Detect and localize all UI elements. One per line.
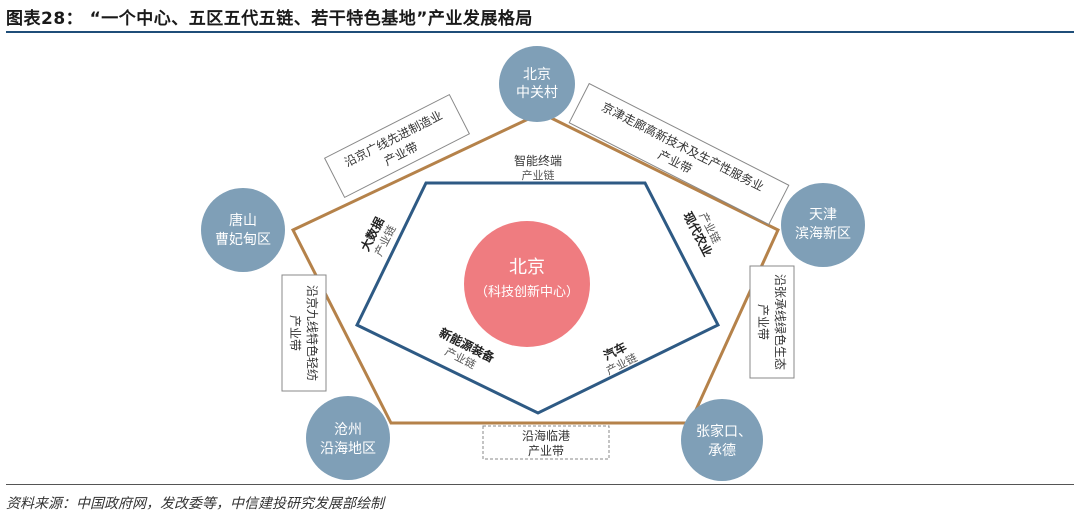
node-zhangjiakou-line1: 张家口、: [696, 423, 752, 440]
node-cangzhou-line2: 沿海地区: [320, 441, 376, 457]
source-rule: [6, 484, 1074, 485]
belt-coastal: 沿海临港 产业带: [482, 425, 610, 460]
node-cangzhou-line1: 沧州: [334, 421, 362, 438]
node-beijing: 北京 中关村: [499, 46, 575, 122]
chain-bottom-right: 汽车 产业链: [601, 339, 640, 378]
node-zhangjiakou-line2: 承德: [708, 443, 736, 459]
title-rule: [6, 31, 1074, 33]
center-subtitle: （科技创新中心）: [475, 284, 579, 300]
node-tangshan-line1: 唐山: [229, 212, 257, 229]
belt-jingjiu-line2: 产业带: [288, 315, 302, 351]
node-tianjin-line1: 天津: [809, 207, 837, 223]
belt-tianjin-zhangjiakou-line1: 沿张承线绿色生态: [773, 274, 788, 370]
chain-left: 大数据 产业链: [357, 215, 399, 259]
inner-pentagon: [354, 181, 721, 415]
source-note: 资料来源：中国政府网，发改委等，中信建投研究发展部绘制: [6, 496, 384, 512]
chain-top: 智能终端 产业链: [514, 153, 562, 182]
chain-top-sub: 产业链: [522, 168, 555, 182]
figure-title: 图表28： “一个中心、五区五代五链、若干特色基地”产业发展格局: [6, 9, 533, 29]
belt-tianjin-zhangjiakou-line2: 产业带: [756, 304, 770, 340]
belt-coastal-line1: 沿海临港: [522, 428, 570, 443]
node-beijing-line2: 中关村: [516, 85, 558, 101]
node-tianjin: 天津 滨海新区: [781, 183, 865, 267]
node-tangshan: 唐山 曹妃甸区: [201, 188, 285, 272]
belt-jingjiu-line1: 沿京九线特色轻纺: [305, 285, 320, 381]
center-circle: [464, 221, 590, 347]
chain-right: 现代农业 产业链: [680, 209, 723, 259]
node-beijing-line1: 北京: [523, 67, 551, 83]
node-zhangjiakou: 张家口、 承德: [681, 399, 763, 481]
outer-pentagon: [290, 111, 780, 425]
belt-coastal-line2: 产业带: [528, 444, 564, 458]
chain-top-name: 智能终端: [514, 153, 562, 168]
node-tangshan-line2: 曹妃甸区: [215, 232, 271, 248]
belt-beijing-tianjin: 京津走廊高新技术及生产性服务业 产业带: [568, 82, 790, 226]
node-tianjin-line2: 滨海新区: [795, 226, 851, 242]
belt-tianjin-zhangjiakou: 沿张承线绿色生态 产业带: [749, 265, 795, 379]
node-cangzhou: 沧州 沿海地区: [306, 396, 390, 480]
belt-jingjiu: 沿京九线特色轻纺 产业带: [281, 274, 327, 392]
center-title: 北京: [509, 257, 545, 278]
